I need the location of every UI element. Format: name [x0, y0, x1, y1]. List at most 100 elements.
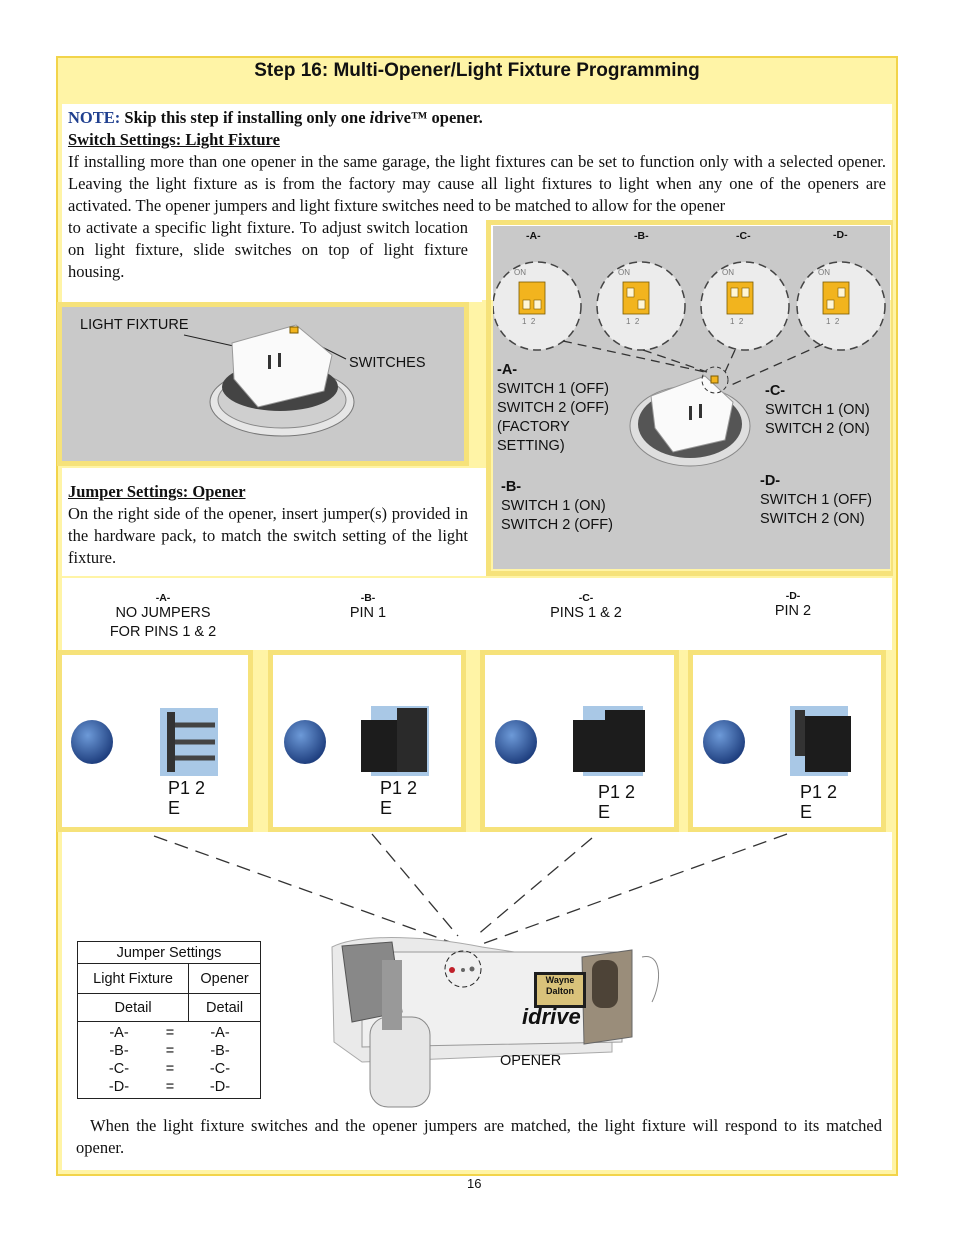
pe-p-c: P [598, 782, 611, 802]
switch-setting-b-tag: -B- [501, 479, 522, 495]
jumper-option-c-line1: PINS 1 & 2 [550, 605, 622, 621]
switch-panel-frame [486, 220, 893, 576]
closing-paragraph: When the light fixture switches and the … [76, 1116, 882, 1157]
switch-setting-b-line2: SWITCH 2 (OFF) [501, 517, 613, 533]
switch-tag-c: -C- [736, 230, 751, 242]
switch-nums-a: 1 2 [522, 317, 536, 326]
page-number: 16 [467, 1176, 482, 1191]
switch-setting-c: -C- SWITCH 1 (ON) SWITCH 2 (ON) [765, 382, 870, 439]
switch-tag-d: -D- [833, 229, 848, 241]
jumper-option-d: -D- PIN 2 [743, 590, 843, 621]
intro-text-box-left [62, 290, 482, 302]
jumper-panel-d [688, 650, 886, 832]
jumper-option-c-tag: -C- [578, 592, 594, 604]
jumper-option-a: -A- NO JUMPERS FOR PINS 1 & 2 [88, 592, 238, 642]
jumper-options-strip [62, 578, 892, 650]
brand-i: i [369, 108, 375, 127]
jumper-settings-paragraph: On the right side of the opener, insert … [68, 504, 468, 567]
table-row: -A- = -A- [78, 1024, 260, 1042]
jumper-settings-heading: Jumper Settings: Opener [68, 482, 246, 501]
table-col2-head: Opener [188, 963, 261, 994]
jumper-settings-table: Jumper Settings Light Fixture Opener Det… [76, 941, 261, 1099]
switch-setting-a-line1: SWITCH 1 (OFF) [497, 381, 609, 397]
jumper-option-b-line1: PIN 1 [349, 605, 387, 621]
pe-nums-d: 1 2 [812, 782, 838, 802]
pe-label-d: P1 2 E [800, 782, 837, 822]
jumper-option-a-line1: NO JUMPERS [115, 605, 211, 621]
switch-setting-d: -D- SWITCH 1 (OFF) SWITCH 2 (ON) [760, 472, 872, 529]
pe-p-b: P [380, 778, 393, 798]
idrive-logo-i: i [522, 1004, 529, 1029]
pe-e-a: E [168, 798, 181, 818]
jumper-option-b: -B- PIN 1 [318, 592, 418, 623]
light-fixture-illustration [183, 324, 355, 437]
table-row-lf: -C- [108, 1061, 130, 1077]
switch-setting-c-tag: -C- [765, 383, 786, 399]
pe-nums-a: 1 2 [180, 778, 206, 798]
switch-settings-heading: Switch Settings: Light Fixture [68, 130, 280, 149]
table-col1-sub: Detail [76, 993, 190, 1022]
brand-logo: Wayne Dalton [538, 975, 582, 997]
switch-setting-d-line2: SWITCH 2 (ON) [760, 511, 865, 527]
jumper-option-d-tag: -D- [785, 590, 801, 602]
switch-panel-illustration [493, 261, 886, 467]
switch-on-b: ON [618, 268, 630, 277]
switch-setting-a-line2: SWITCH 2 (OFF) [497, 400, 609, 416]
pe-p-d: P [800, 782, 813, 802]
switch-setting-a-tag: -A- [497, 362, 518, 378]
pe-nums-b: 1 2 [392, 778, 418, 798]
note-label: NOTE: [68, 108, 121, 127]
jumper-option-b-tag: -B- [360, 592, 376, 604]
table-row-lf: -A- [109, 1025, 129, 1041]
jumper-option-a-tag: -A- [155, 592, 171, 604]
switch-setting-d-line1: SWITCH 1 (OFF) [760, 492, 872, 508]
pe-label-b: P1 2 E [380, 778, 417, 818]
switch-setting-b-line1: SWITCH 1 (ON) [501, 498, 606, 514]
switch-nums-c: 1 2 [730, 317, 744, 326]
switch-nums-b: 1 2 [626, 317, 640, 326]
table-row-op: -A- [210, 1025, 230, 1041]
light-fixture-label: LIGHT FIXTURE [80, 317, 189, 333]
pe-nums-c: 1 2 [610, 782, 636, 802]
table-row-op: -B- [210, 1043, 230, 1059]
switch-on-a: ON [514, 268, 526, 277]
table-row: -B- = -B- [78, 1042, 260, 1060]
switch-setting-a-line4: SETTING) [497, 438, 565, 454]
opener-illustration [153, 833, 788, 1108]
opener-label: OPENER [500, 1053, 562, 1069]
switch-tag-a: -A- [526, 230, 541, 242]
page-title: Step 16: Multi-Opener/Light Fixture Prog… [254, 60, 700, 81]
table-row-eq: = [165, 1025, 175, 1041]
switch-setting-c-line2: SWITCH 2 (ON) [765, 421, 870, 437]
jumper-panels-illustration [71, 706, 851, 776]
table-row: -D- = -D- [78, 1078, 260, 1096]
jumper-option-a-line2: FOR PINS 1 & 2 [109, 624, 217, 640]
pe-label-a: P1 2 E [168, 778, 205, 818]
table-col1-head: Light Fixture [76, 963, 190, 994]
idrive-logo: idrive [522, 1004, 581, 1030]
switch-setting-a-line3: (FACTORY [497, 419, 570, 435]
table-row: -C- = -C- [78, 1060, 260, 1078]
switch-setting-d-tag: -D- [760, 473, 781, 489]
pe-p-a: P [168, 778, 181, 798]
switch-on-c: ON [722, 268, 734, 277]
pe-e-c: E [598, 802, 611, 822]
led-icons [71, 720, 745, 764]
table-row-eq: = [165, 1061, 175, 1077]
pe-e-d: E [800, 802, 813, 822]
table-row-op: -D- [209, 1079, 231, 1095]
table-title: Jumper Settings [77, 941, 261, 964]
jumper-option-d-line1: PIN 2 [774, 603, 812, 619]
switch-nums-d: 1 2 [826, 317, 840, 326]
note-text: Skip this step if installing only one [120, 108, 370, 127]
table-rows-cell: -A- = -A- -B- = -B- -C- = -C- -D- = -D- [77, 1021, 261, 1099]
brand-rest: drive™ opener. [374, 108, 483, 127]
pe-label-c: P1 2 E [598, 782, 635, 822]
table-col2-sub: Detail [188, 993, 261, 1022]
jumper-text-box [62, 468, 486, 576]
switch-tag-b: -B- [634, 230, 649, 242]
jumper-option-c: -C- PINS 1 & 2 [536, 592, 636, 623]
idrive-logo-rest: drive [528, 1004, 581, 1029]
note-line: NOTE: Skip this step if installing only … [68, 107, 888, 129]
switch-settings-paragraph: If installing more than one opener in th… [68, 152, 886, 215]
